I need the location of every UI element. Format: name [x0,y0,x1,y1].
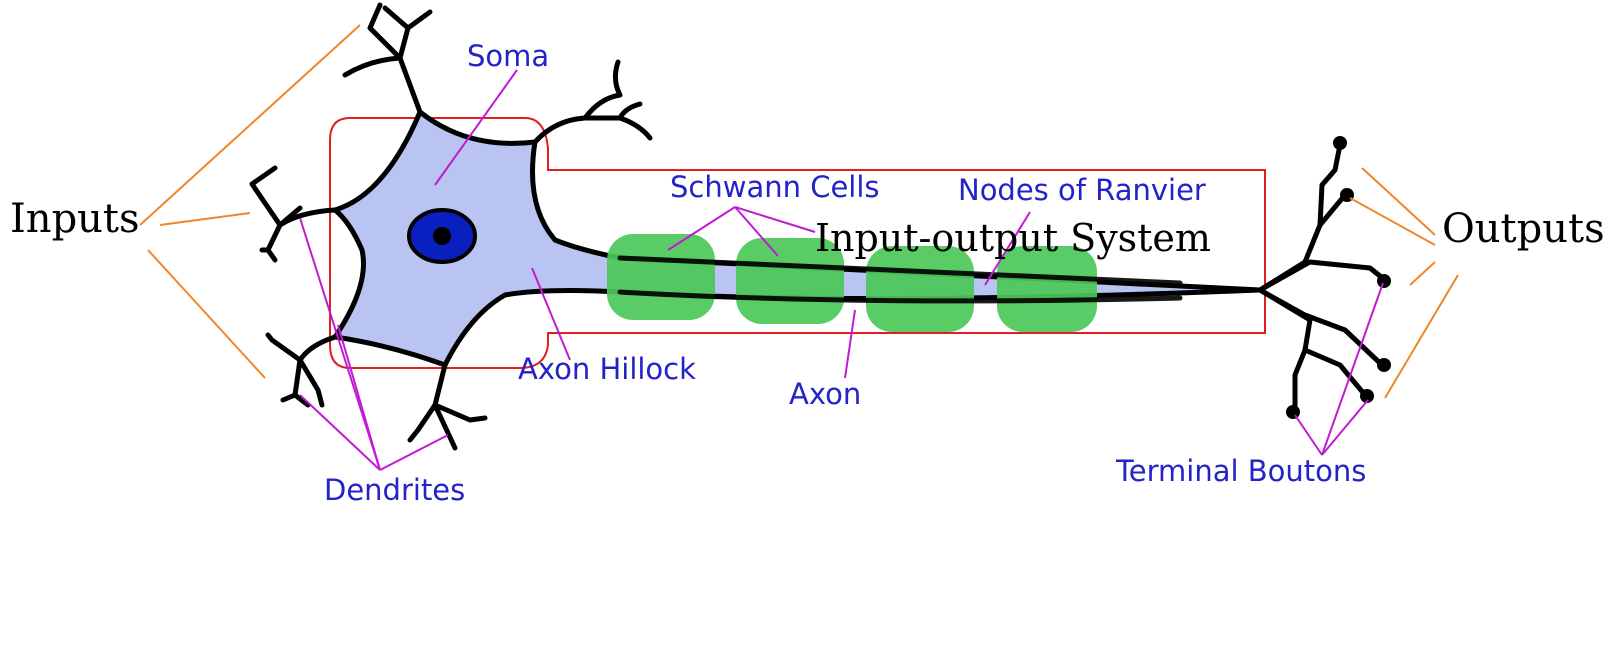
terminal-boutons-label: Terminal Boutons [1115,454,1366,488]
outputs-label: Outputs [1442,206,1605,252]
dendrites-branches [249,2,653,451]
axon-label: Axon [789,377,861,411]
nucleolus [433,227,451,245]
axon-hillock-label: Axon Hillock [518,352,696,386]
bouton [1360,389,1374,403]
boutons [1286,136,1391,419]
schwann-cells-group [607,234,1097,332]
terminal-branches [1257,142,1388,413]
system-title: Input-output System [815,216,1211,260]
leader-lines-orange [139,24,1459,399]
soma-label: Soma [467,39,549,73]
dendrites-label: Dendrites [324,473,465,507]
axon-line-lower [617,289,1183,304]
schwann-cells-label: Schwann Cells [670,170,880,204]
nodes-of-ranvier-label: Nodes of Ranvier [958,173,1206,207]
bouton [1333,136,1347,150]
schwann-cell [866,246,974,332]
schwann-cell [607,234,715,320]
inputs-label: Inputs [10,196,140,242]
bouton [1286,405,1300,419]
schwann-cell [736,238,844,324]
schwann-cell [997,246,1097,332]
leader-lines-magenta [299,69,1384,471]
bouton [1377,358,1391,372]
bouton [1377,274,1391,288]
axon-line-upper [617,255,1183,286]
